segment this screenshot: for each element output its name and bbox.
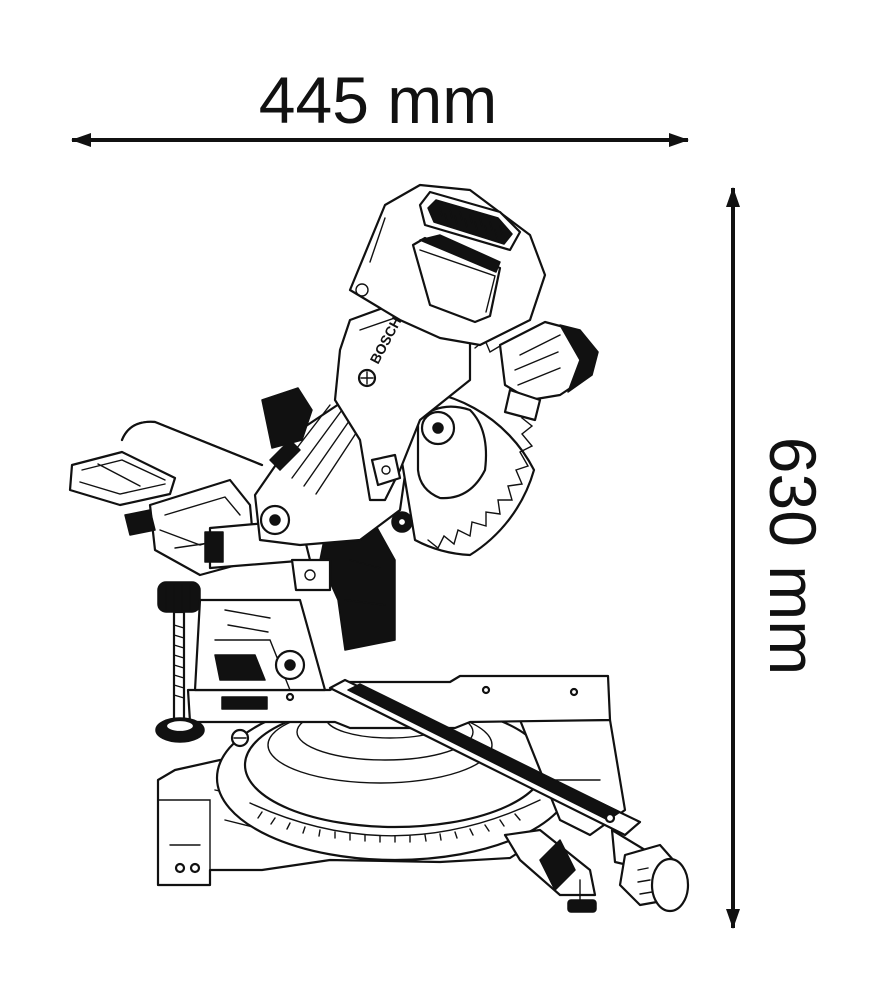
- pivot-column: [193, 598, 327, 692]
- front-foot: [503, 828, 597, 913]
- saw-blade: [388, 338, 536, 557]
- depth-stop-knob[interactable]: [391, 511, 413, 533]
- rail-lock-knob[interactable]: [124, 509, 156, 536]
- height-dimension: 630 mm: [726, 187, 830, 929]
- handle-grip: [418, 190, 522, 252]
- upper-blade-guard: BOSCH: [333, 296, 472, 502]
- front-extension-arm: [328, 678, 647, 870]
- front-lock-knob[interactable]: [618, 843, 690, 913]
- height-dimension-label: 630 mm: [756, 437, 830, 675]
- power-cord: [120, 420, 264, 467]
- rear-extension-tray: [68, 450, 177, 507]
- width-dimension-label: 445 mm: [259, 63, 497, 137]
- miter-scale: [249, 799, 541, 843]
- fence-label-plate: [221, 696, 268, 710]
- height-adjust-spindle[interactable]: [155, 581, 205, 743]
- motor: [498, 320, 599, 422]
- spindle-knob-top[interactable]: [157, 581, 201, 613]
- saw-handle[interactable]: [348, 183, 547, 347]
- width-dimension: 445 mm: [71, 63, 689, 147]
- miter-saw-illustration: BOSCH: [68, 183, 690, 913]
- turntable: [215, 692, 575, 862]
